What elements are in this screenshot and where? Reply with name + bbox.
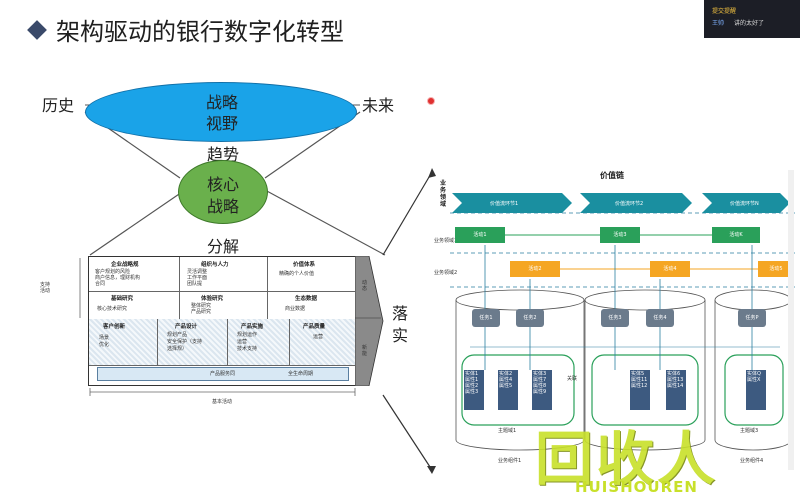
activity-5: 活动5 — [758, 261, 794, 277]
activity-3: 活动3 — [600, 227, 640, 243]
scrollbar[interactable] — [788, 170, 794, 470]
value-chain-box: 企业战略规 客户规划的风险 商户信息，理财机构 合同 组织与人力 灵活调整 工作… — [88, 256, 358, 386]
land-label: 落 — [392, 304, 409, 323]
strategy-text: 战略 — [206, 93, 239, 112]
tab-top-label: 动 态 — [362, 280, 368, 292]
entity-q: 实体Q 属性X — [746, 370, 766, 410]
product-service-bar: 产品服务同 全生命周期 — [97, 367, 349, 381]
row2-cell-2: 体验研究 整体研究 产品研究 — [179, 291, 268, 320]
task-p: 任务P — [738, 309, 766, 327]
stream-2: 价值流环节2 — [615, 201, 644, 207]
entity-2: 实体2 属性4 属性5 — [498, 370, 518, 410]
value-chain-arrow — [355, 256, 384, 386]
slide-title: 架构驱动的银行数字化转型 — [27, 12, 344, 47]
value-chain-title: 价值链 — [600, 171, 624, 180]
watermark-logo-text: HUISHOUREN — [575, 478, 698, 496]
entity-6: 实体6 属性13 属性14 — [666, 370, 686, 410]
core-strategy-ellipse: 核心 战略 — [178, 160, 268, 224]
history-label: 历史 — [42, 96, 75, 115]
row3-cell-1: 客户创新 场景 优化 — [89, 319, 158, 365]
component-4: 业务组件4 — [740, 458, 764, 464]
basic-activities-label: 基本活动 — [212, 399, 233, 405]
vision-text: 视野 — [206, 114, 239, 133]
relation-label: 关联 — [567, 376, 578, 382]
strategy2-text: 战略 — [207, 197, 240, 216]
core-text: 核心 — [207, 175, 240, 194]
trend-label: 趋势 — [207, 145, 240, 164]
watermark-logo: 回收人 — [535, 425, 719, 493]
future-label: 未来 — [362, 96, 395, 115]
row2-cell-3: 生态数据 商业数据 — [267, 291, 357, 320]
task-1: 任务1 — [472, 309, 500, 327]
stream-n: 价值流环节N — [730, 201, 759, 207]
chat-notice: 提交提醒 — [712, 8, 737, 15]
activity-2: 活动2 — [510, 261, 560, 277]
tab-bottom-label: 新 能 — [362, 345, 368, 357]
entity-1: 实体1 属性1 属性2 属性3 — [464, 370, 484, 410]
right-diagram: 价值链 业务领域 业务领域1 业务领域2 — [434, 165, 800, 470]
laser-pointer-icon — [427, 97, 435, 105]
row3-cell-3: 产品实施 规划运作 运营 技术支持 — [227, 319, 290, 365]
entity-5: 实体5 属性11 属性12 — [630, 370, 650, 410]
business-domain-1-label: 业务领域1 — [434, 238, 458, 244]
main-domain-1: 主题域1 — [498, 428, 517, 434]
task-4: 任务4 — [646, 309, 674, 327]
chat-user: 王帅 — [712, 20, 725, 27]
chat-message: 讲的太好了 — [734, 20, 765, 27]
strategy-vision-ellipse: 战略 视野 — [85, 82, 357, 142]
right-diagram-graphics — [450, 193, 795, 451]
activity-4: 活动4 — [650, 261, 690, 277]
row3-cell-2: 产品设计 规划产品 安全保护（支持 选择规） — [157, 319, 228, 365]
task-2: 任务2 — [516, 309, 544, 327]
row1-cell-1: 企业战略规 客户规划的风险 商户信息，理财机构 合同 — [89, 257, 180, 292]
row3-cell-4: 产品质量 运营 — [303, 324, 326, 340]
slide-title-text: 架构驱动的银行数字化转型 — [56, 18, 344, 46]
chat-overlay[interactable]: 提交提醒 王帅 讲的太好了 — [704, 0, 800, 38]
business-domain-label: 业务领域 — [440, 180, 447, 208]
task-3: 任务3 — [601, 309, 629, 327]
implement-label: 实 — [392, 326, 409, 345]
support-activities-label: 支持 活动 — [40, 282, 51, 294]
decompose-label: 分解 — [207, 237, 240, 256]
activity-k: 活动K — [712, 227, 760, 243]
main-domain-3: 主题域3 — [740, 428, 759, 434]
business-domain-2-label: 业务领域2 — [434, 270, 458, 276]
row1-cell-2: 组织与人力 灵活调整 工作平面 团队提 — [179, 257, 268, 292]
stream-1: 价值流环节1 — [490, 201, 519, 207]
entity-3: 实体3 属性7 属性8 属性9 — [532, 370, 552, 410]
row3-band — [89, 319, 357, 366]
row1-cell-3: 价值体系 精确的个人价值 — [267, 257, 357, 292]
activity-1: 活动1 — [455, 227, 505, 243]
row2-cell-1: 基础研究 核心技术研究 — [89, 291, 180, 320]
component-1: 业务组件1 — [498, 458, 522, 464]
